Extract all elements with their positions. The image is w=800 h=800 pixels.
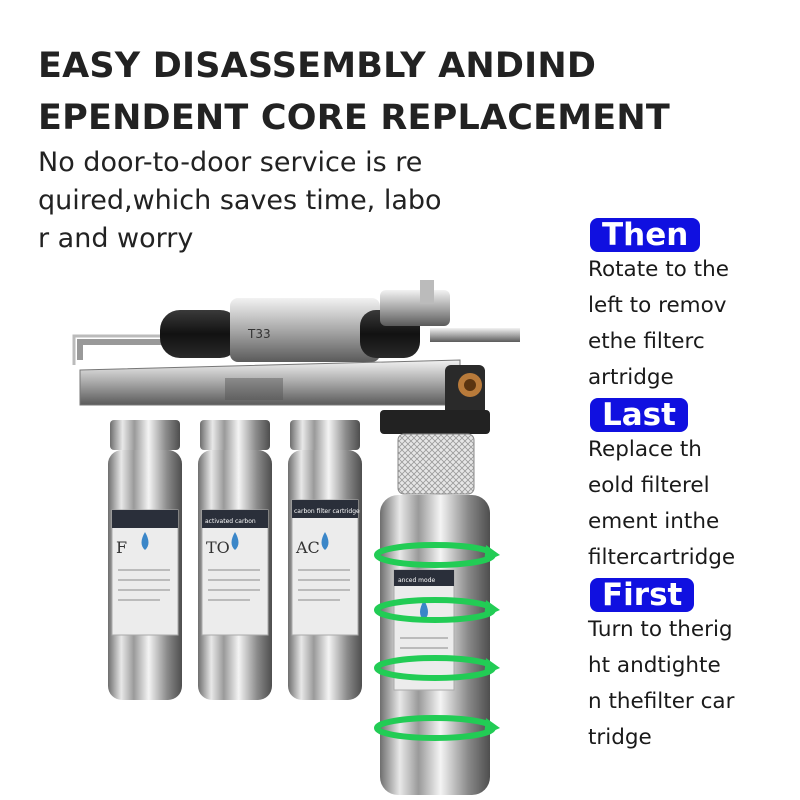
- headline-line-2: EPENDENT CORE REPLACEMENT: [38, 98, 670, 138]
- headline-line-1: EASY DISASSEMBLY ANDIND: [38, 46, 597, 86]
- headline: EASY DISASSEMBLY ANDIND EPENDENT CORE RE…: [38, 40, 758, 144]
- step-badge-last: Last: [590, 398, 688, 432]
- step-then-line: ethe filterc: [588, 329, 705, 354]
- step-badge-then: Then: [590, 218, 701, 252]
- cartridge-header: activated carbon: [205, 518, 256, 525]
- step-first-line: tridge: [588, 725, 652, 750]
- cartridge-label: AC: [295, 538, 320, 557]
- step-first-line: n thefilter car: [588, 689, 735, 714]
- water-drop-icon: [141, 532, 149, 550]
- steps-panel: Then Rotate to the left to remov ethe fi…: [588, 218, 788, 758]
- mesh-prefilter: [380, 410, 490, 495]
- water-drop-icon: [231, 532, 239, 550]
- step-badge-first: First: [590, 578, 695, 612]
- cartridge-label: F: [116, 538, 127, 557]
- step-then: Then Rotate to the left to remov ethe fi…: [588, 218, 788, 396]
- mounting-bracket: [72, 334, 170, 365]
- step-first: First Turn to therig ht andtighte n thef…: [588, 578, 788, 756]
- subtext-line-2: quired,which saves time, labo: [38, 185, 442, 216]
- rotation-arrow-heads: [484, 545, 500, 735]
- step-last-line: ement inthe: [588, 509, 720, 534]
- step-first-line: ht andtighte: [588, 653, 721, 678]
- step-last-line: Replace th: [588, 437, 702, 462]
- step-then-line: artridge: [588, 365, 674, 390]
- cartridge-label: TO: [206, 538, 230, 557]
- cartridge-caps: [110, 420, 360, 450]
- top-cartridge: T33: [160, 280, 520, 362]
- subtext: No door-to-door service is re quired,whi…: [38, 144, 508, 258]
- detached-cartridge: anced mode: [380, 495, 490, 795]
- subtext-line-1: No door-to-door service is re: [38, 147, 423, 178]
- water-drop-icon: [321, 532, 329, 550]
- step-then-line: left to remov: [588, 293, 727, 318]
- step-last-line: eold filterel: [588, 473, 710, 498]
- step-first-line: Turn to therig: [588, 617, 733, 642]
- cartridge-header: carbon filter cartridge: [294, 508, 360, 515]
- water-drop-icon: [420, 600, 428, 620]
- top-plate: [79, 359, 485, 420]
- step-then-line: Rotate to the: [588, 257, 729, 282]
- top-cartridge-label: T33: [247, 327, 271, 341]
- water-filter-illustration: T33 activated carbon carbon filter cartr…: [72, 280, 520, 795]
- step-last-line: filtercartridge: [588, 545, 736, 570]
- fixed-cartridges: activated carbon carbon filter cartridge…: [108, 450, 362, 700]
- subtext-line-3: r and worry: [38, 223, 194, 254]
- step-last: Last Replace th eold filterel ement inth…: [588, 398, 788, 576]
- detached-cartridge-header: anced mode: [398, 577, 436, 584]
